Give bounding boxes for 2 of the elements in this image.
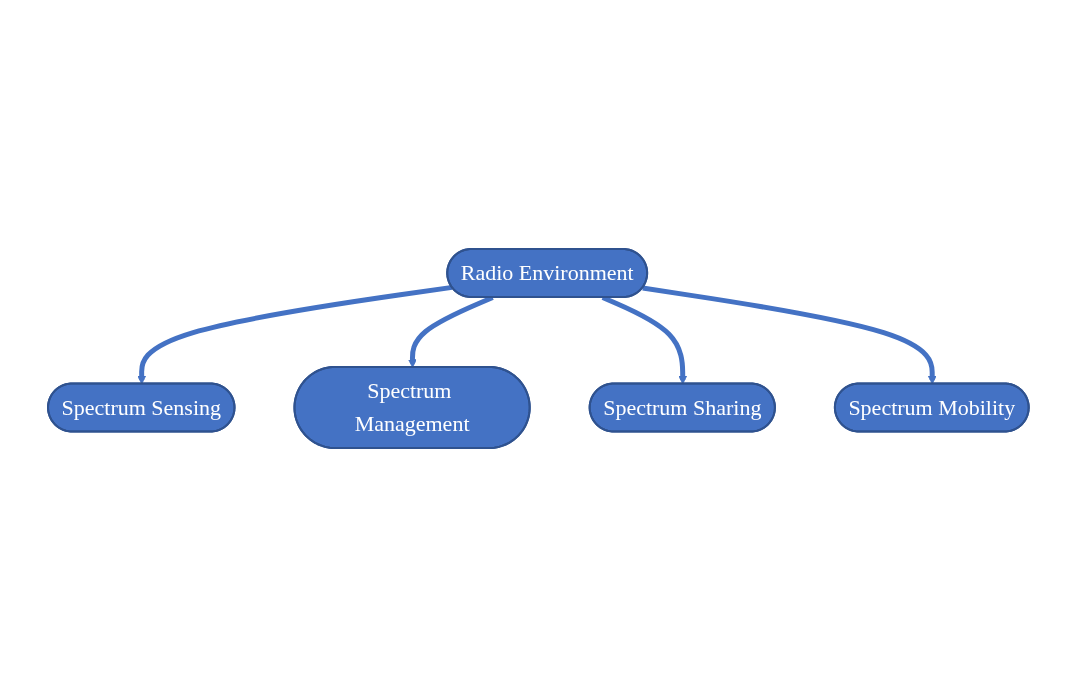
arrow: [642, 285, 937, 385]
arrow: [137, 284, 453, 385]
